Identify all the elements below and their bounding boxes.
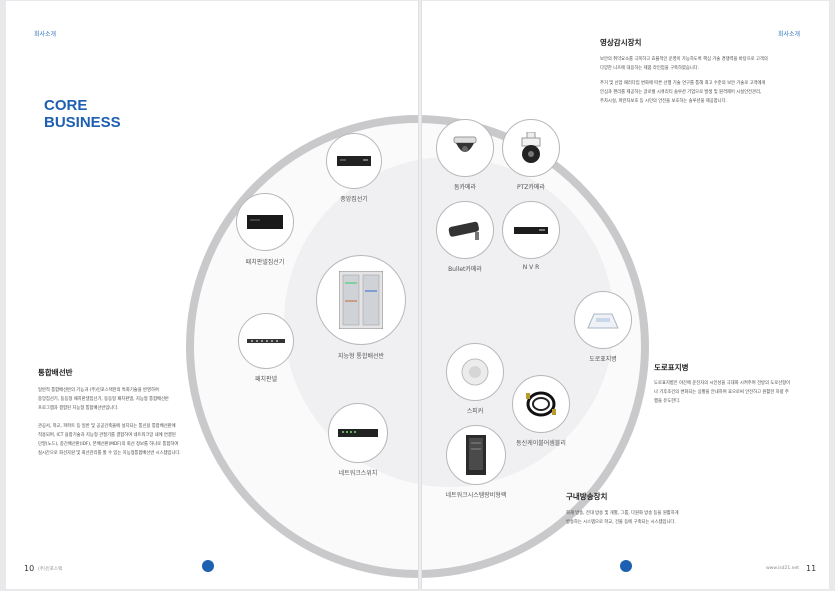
left-page-number: 10 <box>24 564 35 573</box>
intelligent-cabinet-label: 지능형 통합배선반 <box>337 353 385 360</box>
broadcast-title: 구내방송장치 <box>566 492 608 501</box>
left-section-tag: 회사소개 <box>34 31 57 38</box>
integrated-p1-line-3: 프로그램과 결합된 지능형 통합배선반입니다. <box>38 406 119 411</box>
patch-panel-image <box>238 313 294 369</box>
patch-panel-label: 패치판넬 <box>254 376 278 383</box>
broadcast-line-2: 방송하는 시스템으로 학교, 건물 등에 구축되는 시스템입니다. <box>566 520 676 525</box>
ptz-camera-image <box>502 119 560 177</box>
cctv-para-2: 주거 및 산업 패러다임 변화에 따른 선행 기술 연구를 통해 최고 수준의 … <box>600 79 810 106</box>
headline-line-1: CORE <box>44 97 88 114</box>
brochure-spread: 회사소개 CORE BUSINESS 중앙집선기 패치판넬집선기 지능형 통합배… <box>6 1 829 589</box>
dome-camera-label: 돔카메라 <box>453 184 477 191</box>
integrated-p2-line-4: 실시간으로 회선자원 및 회선관리를 할 수 있는 지능형통합배선반 시스템입니… <box>38 451 181 456</box>
ptz-camera-label: PTZ카메라 <box>517 184 545 191</box>
left-page-brand: (주)인포스택 <box>38 567 63 572</box>
cable-image <box>512 375 570 433</box>
integrated-p2-line-3: 단말(노드), 중간배선판(IDF), 본배선판(MDF)의 회선 정보를 하나… <box>38 442 179 447</box>
bullet-camera-icon <box>448 221 479 240</box>
rack-box-icon <box>247 215 283 229</box>
nvr-icon <box>514 227 548 234</box>
road-line-1: 도로표지병은 야간에 운전자의 시인성을 극대화 시켜주며 전방의 도로선형이 <box>654 381 791 386</box>
road-line-3: 행을 유도한다. <box>654 399 681 404</box>
patch-concentrator-image <box>236 193 294 251</box>
integrated-title: 통합배선반 <box>38 368 73 377</box>
right-page-number: 11 <box>806 564 817 573</box>
integrated-para-2: 관공서, 학교, 파파트 등 일반 및 공공건축물에 설치되는 통신용 통합배선… <box>38 422 238 458</box>
central-concentrator-label: 중앙집선기 <box>340 196 368 203</box>
road-para: 도로표지병은 야간에 운전자의 시인성을 극대화 시켜주며 전방의 도로선형이 … <box>654 379 824 406</box>
cctv-p2-line-2: 안심과 편리를 제공하는 글로벌 시큐리티 솔루션 기업으로 발생 및 원격제어… <box>600 90 762 95</box>
network-rack-label: 네트워크시스템랑비형랙 <box>445 492 507 499</box>
network-rack-icon <box>466 435 486 475</box>
dome-camera-icon <box>453 136 477 152</box>
cctv-p2-line-3: 주차시설, 파란차보호 등 시민의 안전을 보호하는 솔루션을 제공합니다. <box>600 99 727 104</box>
bullet-camera-image <box>436 201 494 259</box>
cctv-p2-line-1: 주거 및 산업 패러다임 변화에 따른 선행 기술 연구를 통해 최고 수준의 … <box>600 81 766 86</box>
nvr-label: N V R <box>522 264 540 271</box>
page-gutter <box>418 1 422 589</box>
speaker-icon <box>461 358 489 386</box>
rack-unit-icon <box>337 156 371 166</box>
central-concentrator-image <box>326 133 382 189</box>
switch-icon <box>338 429 378 437</box>
speaker-image <box>446 343 504 401</box>
broadcast-line-1: 화재 방송, 전대 방송 및 개별, 그룹, 다원화 방송 등을 원활하게 <box>566 511 679 516</box>
integrated-p2-line-1: 관공서, 학교, 파파트 등 일반 및 공공건축물에 설치되는 통신용 통합배선… <box>38 424 176 429</box>
patch-concentrator-label: 패치판넬집선기 <box>245 259 285 266</box>
integrated-p2-line-2: 적용되며, ICT 융합기술과 지능형 관절기를 결합하여 네트워크망 내에 연… <box>38 433 176 438</box>
road-title: 도로표지병 <box>654 363 689 372</box>
headline-line-2: BUSINESS <box>44 114 121 131</box>
road-marker-image <box>574 291 632 349</box>
cctv-p1-line-1: 보안의 취약요소를 극복하고 효율적인 운영이 가능하도록 핵심 기술 경쟁력을… <box>600 57 768 62</box>
cctv-title: 영상감시장치 <box>600 38 642 47</box>
cctv-para-1: 보안의 취약요소를 극복하고 효율적인 운영이 가능하도록 핵심 기술 경쟁력을… <box>600 55 810 73</box>
cabinet-icon <box>339 271 383 329</box>
cctv-p1-line-2: 다양한 니즈에 대응하는 제품 라인업을 구축하였습니다. <box>600 66 700 71</box>
ptz-camera-icon <box>521 132 541 163</box>
road-marker-label: 도로표지병 <box>589 356 617 363</box>
cable-label: 동신케이블어셈블리 <box>516 440 566 447</box>
speaker-label: 스피커 <box>466 408 484 415</box>
company-logo-icon-right <box>620 560 632 572</box>
core-business-headline: CORE BUSINESS <box>44 97 121 131</box>
company-logo-icon <box>202 560 214 572</box>
cable-icon <box>526 391 556 417</box>
nvr-image <box>502 201 560 259</box>
broadcast-para: 화재 방송, 전대 방송 및 개별, 그룹, 다원화 방송 등을 원활하게 방송… <box>566 509 746 527</box>
road-marker-icon <box>587 313 619 329</box>
integrated-p1-line-2: 중앙집선기, 동등형 패치판넬집선기, 동등형 패치판넬, 지능형 통합배선반 <box>38 397 169 402</box>
network-switch-label: 네트워크스위치 <box>338 470 378 477</box>
patch-panel-icon <box>247 339 285 343</box>
bullet-camera-label: Bullet카메라 <box>448 266 482 273</box>
dome-camera-image <box>436 119 494 177</box>
network-rack-image <box>446 425 506 485</box>
integrated-para-1: 일반적 통합배선반의 기능과 (주)인포스택만의 특화기술을 반영하여 중앙집선… <box>38 386 238 413</box>
right-section-tag: 회사소개 <box>778 31 801 38</box>
right-site-url: www.isd21.net <box>766 566 800 571</box>
integrated-p1-line-1: 일반적 통합배선반의 기능과 (주)인포스택만의 특화기술을 반영하여 <box>38 388 159 393</box>
road-line-2: 나 기후조건의 변화되는 상황을 안내하여 효으로써 안전하고 원활한 차량 주 <box>654 390 789 395</box>
intelligent-cabinet-image <box>316 255 406 345</box>
network-switch-image <box>328 403 388 463</box>
